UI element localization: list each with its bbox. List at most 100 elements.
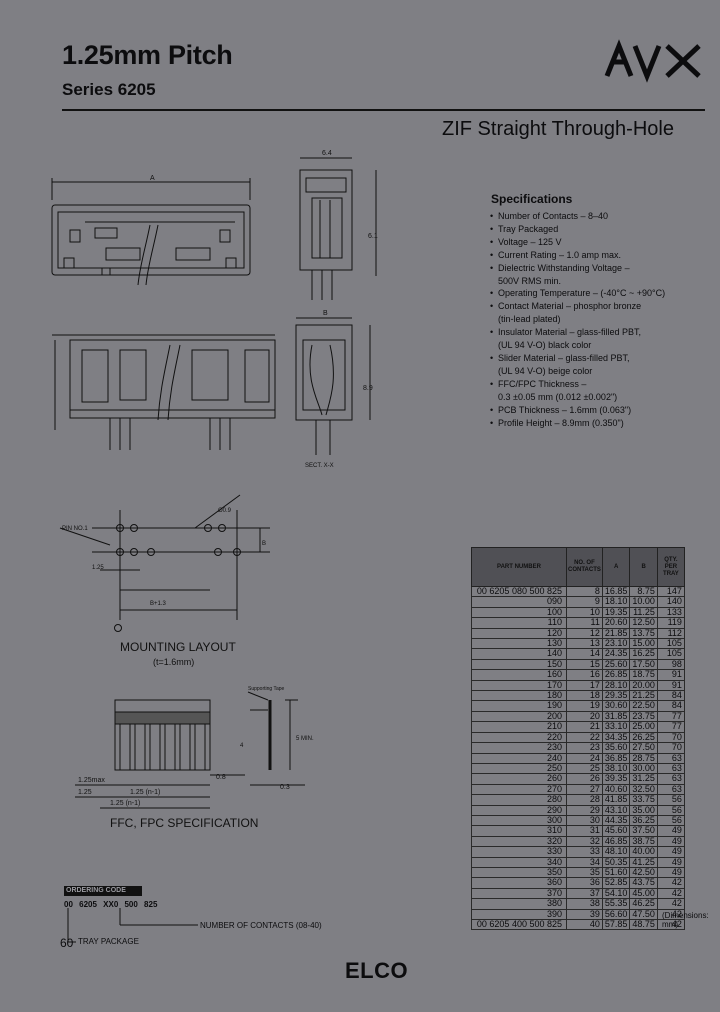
table-cell: 98 [656, 658, 685, 671]
table-cell: 230 [471, 742, 567, 754]
table-cell: 390 [471, 908, 567, 921]
dim-64-label: 6.4 [322, 150, 332, 157]
table-cell: 84 [656, 700, 685, 712]
table-cell: 33 [566, 846, 603, 858]
table-cell: 340 [471, 856, 567, 868]
table-cell: 330 [471, 846, 567, 858]
table-cell: 48.10 [601, 846, 631, 858]
spec-item: 500V RMS min. [498, 275, 562, 286]
diameter-label: Ø0.9 [218, 508, 232, 514]
table-cell: 35 [566, 866, 603, 879]
table-cell: 45.60 [601, 825, 631, 837]
table-cell: 35.60 [601, 742, 631, 754]
table-cell: 220 [471, 731, 567, 744]
dim-b-plus-label: B+1.3 [150, 601, 167, 607]
table-cell: 140 [471, 648, 567, 660]
dim-89-label: 8.9 [363, 385, 373, 392]
table-cell: 29.35 [601, 690, 631, 702]
table-cell: 37 [566, 887, 603, 900]
table-cell: 35.00 [629, 804, 658, 816]
dim-61-label: 6.1 [368, 233, 378, 240]
table-cell: 26.25 [629, 731, 658, 744]
contacts-label: NUMBER OF CONTACTS (08-40) [200, 921, 322, 930]
table-cell: 16.25 [629, 648, 658, 660]
table-cell: 10.00 [629, 596, 658, 608]
table-cell: 130 [471, 638, 567, 650]
mounting-layout-title: MOUNTING LAYOUT [120, 640, 236, 654]
table-cell: 70 [656, 731, 685, 744]
ordering-code-value: 00 6205 XX0 500 825 [64, 900, 158, 909]
table-cell: 12 [566, 627, 603, 640]
connector-front-view [52, 334, 276, 450]
table-cell: 18.10 [601, 596, 631, 608]
table-cell: 00 6205 400 500 825 [471, 918, 567, 931]
table-cell: 56.60 [601, 908, 631, 921]
dim-5min-label: 5 MIN. [296, 736, 314, 742]
table-cell: 41.85 [601, 794, 631, 806]
table-cell: 380 [471, 898, 567, 910]
table-cell: 360 [471, 877, 567, 889]
table-cell: 33.75 [629, 794, 658, 806]
table-cell: 320 [471, 835, 567, 848]
table-cell: 40.60 [601, 783, 631, 796]
table-cell: 41.25 [629, 856, 658, 868]
dim-125c-label: 1.25 (n-1) [130, 789, 160, 796]
table-cell: 43.75 [629, 877, 658, 889]
table-cell: 105 [656, 648, 685, 660]
table-cell: 14 [566, 648, 603, 660]
table-cell: 42 [656, 877, 685, 889]
table-cell: 57.85 [601, 918, 631, 931]
table-cell: 63 [656, 762, 685, 775]
spec-item: Tray Packaged [489, 223, 709, 236]
table-cell: 44.35 [601, 814, 631, 827]
col-header: QTY. PER TRAY [656, 547, 685, 587]
dimensions-note: (Dimensions: mm) [662, 911, 709, 929]
table-cell: 29 [566, 804, 603, 816]
table-cell: 180 [471, 690, 567, 702]
table-cell: 110 [471, 617, 567, 629]
supporting-tape-label: Supporting Tape [248, 686, 285, 692]
table-cell: 31 [566, 825, 603, 837]
ordering-code-title: ORDERING CODE [64, 886, 142, 896]
table-cell: 63 [656, 783, 685, 796]
table-cell: 38 [566, 898, 603, 910]
table-cell: 49 [656, 846, 685, 858]
table-cell: 12.50 [629, 617, 658, 629]
spec-item: Number of Contacts – 8–40 [489, 210, 709, 223]
connector-top-view [51, 178, 251, 286]
product-subtitle: ZIF Straight Through-Hole [442, 118, 674, 140]
dim-a-label: A [150, 175, 155, 182]
table-cell: 39.35 [601, 773, 631, 785]
spec-item: PCB Thickness – 1.6mm (0.063") [489, 404, 709, 417]
table-cell: 260 [471, 773, 567, 785]
table-cell: 8.75 [629, 585, 658, 598]
table-cell: 63 [656, 752, 685, 764]
table-cell: 13 [566, 638, 603, 650]
table-cell: 16.85 [601, 585, 631, 598]
table-cell: 47.50 [629, 908, 658, 921]
table-cell: 140 [656, 596, 685, 608]
table-cell: 28.10 [601, 679, 631, 692]
connector-side-view [299, 157, 377, 300]
mounting-layout-subtitle: (t=1.6mm) [153, 657, 194, 667]
table-cell: 49 [656, 856, 685, 868]
table-cell: 19 [566, 700, 603, 712]
table-cell: 18 [566, 690, 603, 702]
table-cell: 91 [656, 669, 685, 681]
table-cell: 100 [471, 606, 567, 619]
table-cell: 25 [566, 762, 603, 775]
table-cell: 30 [566, 814, 603, 827]
table-cell: 210 [471, 721, 567, 733]
